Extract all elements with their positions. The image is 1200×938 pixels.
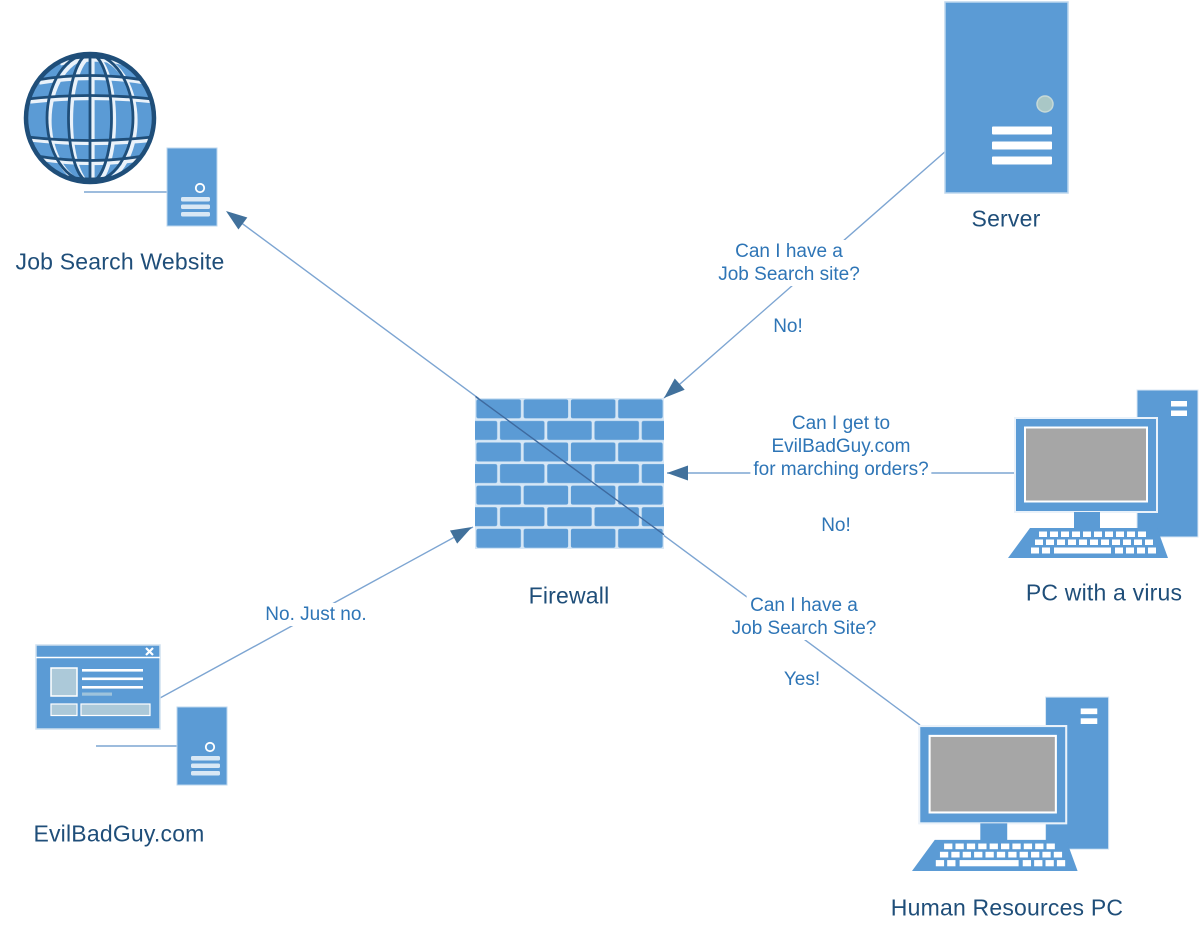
popup-button-wide	[80, 703, 151, 717]
jobsearch-server-icon	[166, 147, 218, 227]
globe-icon	[23, 51, 157, 185]
label-job-search-website: Job Search Website	[15, 248, 225, 275]
label-server: Server	[971, 205, 1041, 232]
arrowhead-at-firewall-right	[667, 465, 688, 481]
arrowhead-at-jobsearch	[221, 204, 248, 230]
pc-virus-icon	[1007, 389, 1199, 559]
annotation-hr-answer: Yes!	[780, 668, 824, 691]
annotation-evilbadguy-answer: No. Just no.	[262, 603, 370, 626]
label-pc-with-virus: PC with a virus	[1025, 579, 1183, 606]
label-evilbadguy: EvilBadGuy.com	[33, 820, 205, 847]
connector-through-firewall-segment	[475, 395, 665, 536]
annotation-server-question: Can I have a Job Search site?	[715, 240, 863, 286]
popup-window-icon	[35, 644, 161, 730]
server-led-icon	[1036, 95, 1054, 113]
label-hr-pc: Human Resources PC	[890, 894, 1124, 921]
arrowhead-at-firewall-bottom	[449, 520, 476, 544]
firewall-icon	[475, 395, 665, 549]
annotation-virus-question: Can I get to EvilBadGuy.com for marching…	[750, 412, 932, 481]
popup-button-small	[50, 703, 78, 717]
annotation-hr-question: Can I have a Job Search Site?	[728, 594, 880, 640]
popup-image-placeholder	[50, 667, 78, 697]
annotation-virus-answer: No!	[818, 514, 854, 537]
server-icon	[944, 1, 1069, 194]
hr-pc-icon	[910, 696, 1110, 872]
evilbadguy-server-icon	[176, 706, 228, 786]
label-firewall: Firewall	[528, 582, 610, 609]
annotation-server-answer: No!	[770, 315, 806, 338]
close-icon	[145, 647, 154, 656]
